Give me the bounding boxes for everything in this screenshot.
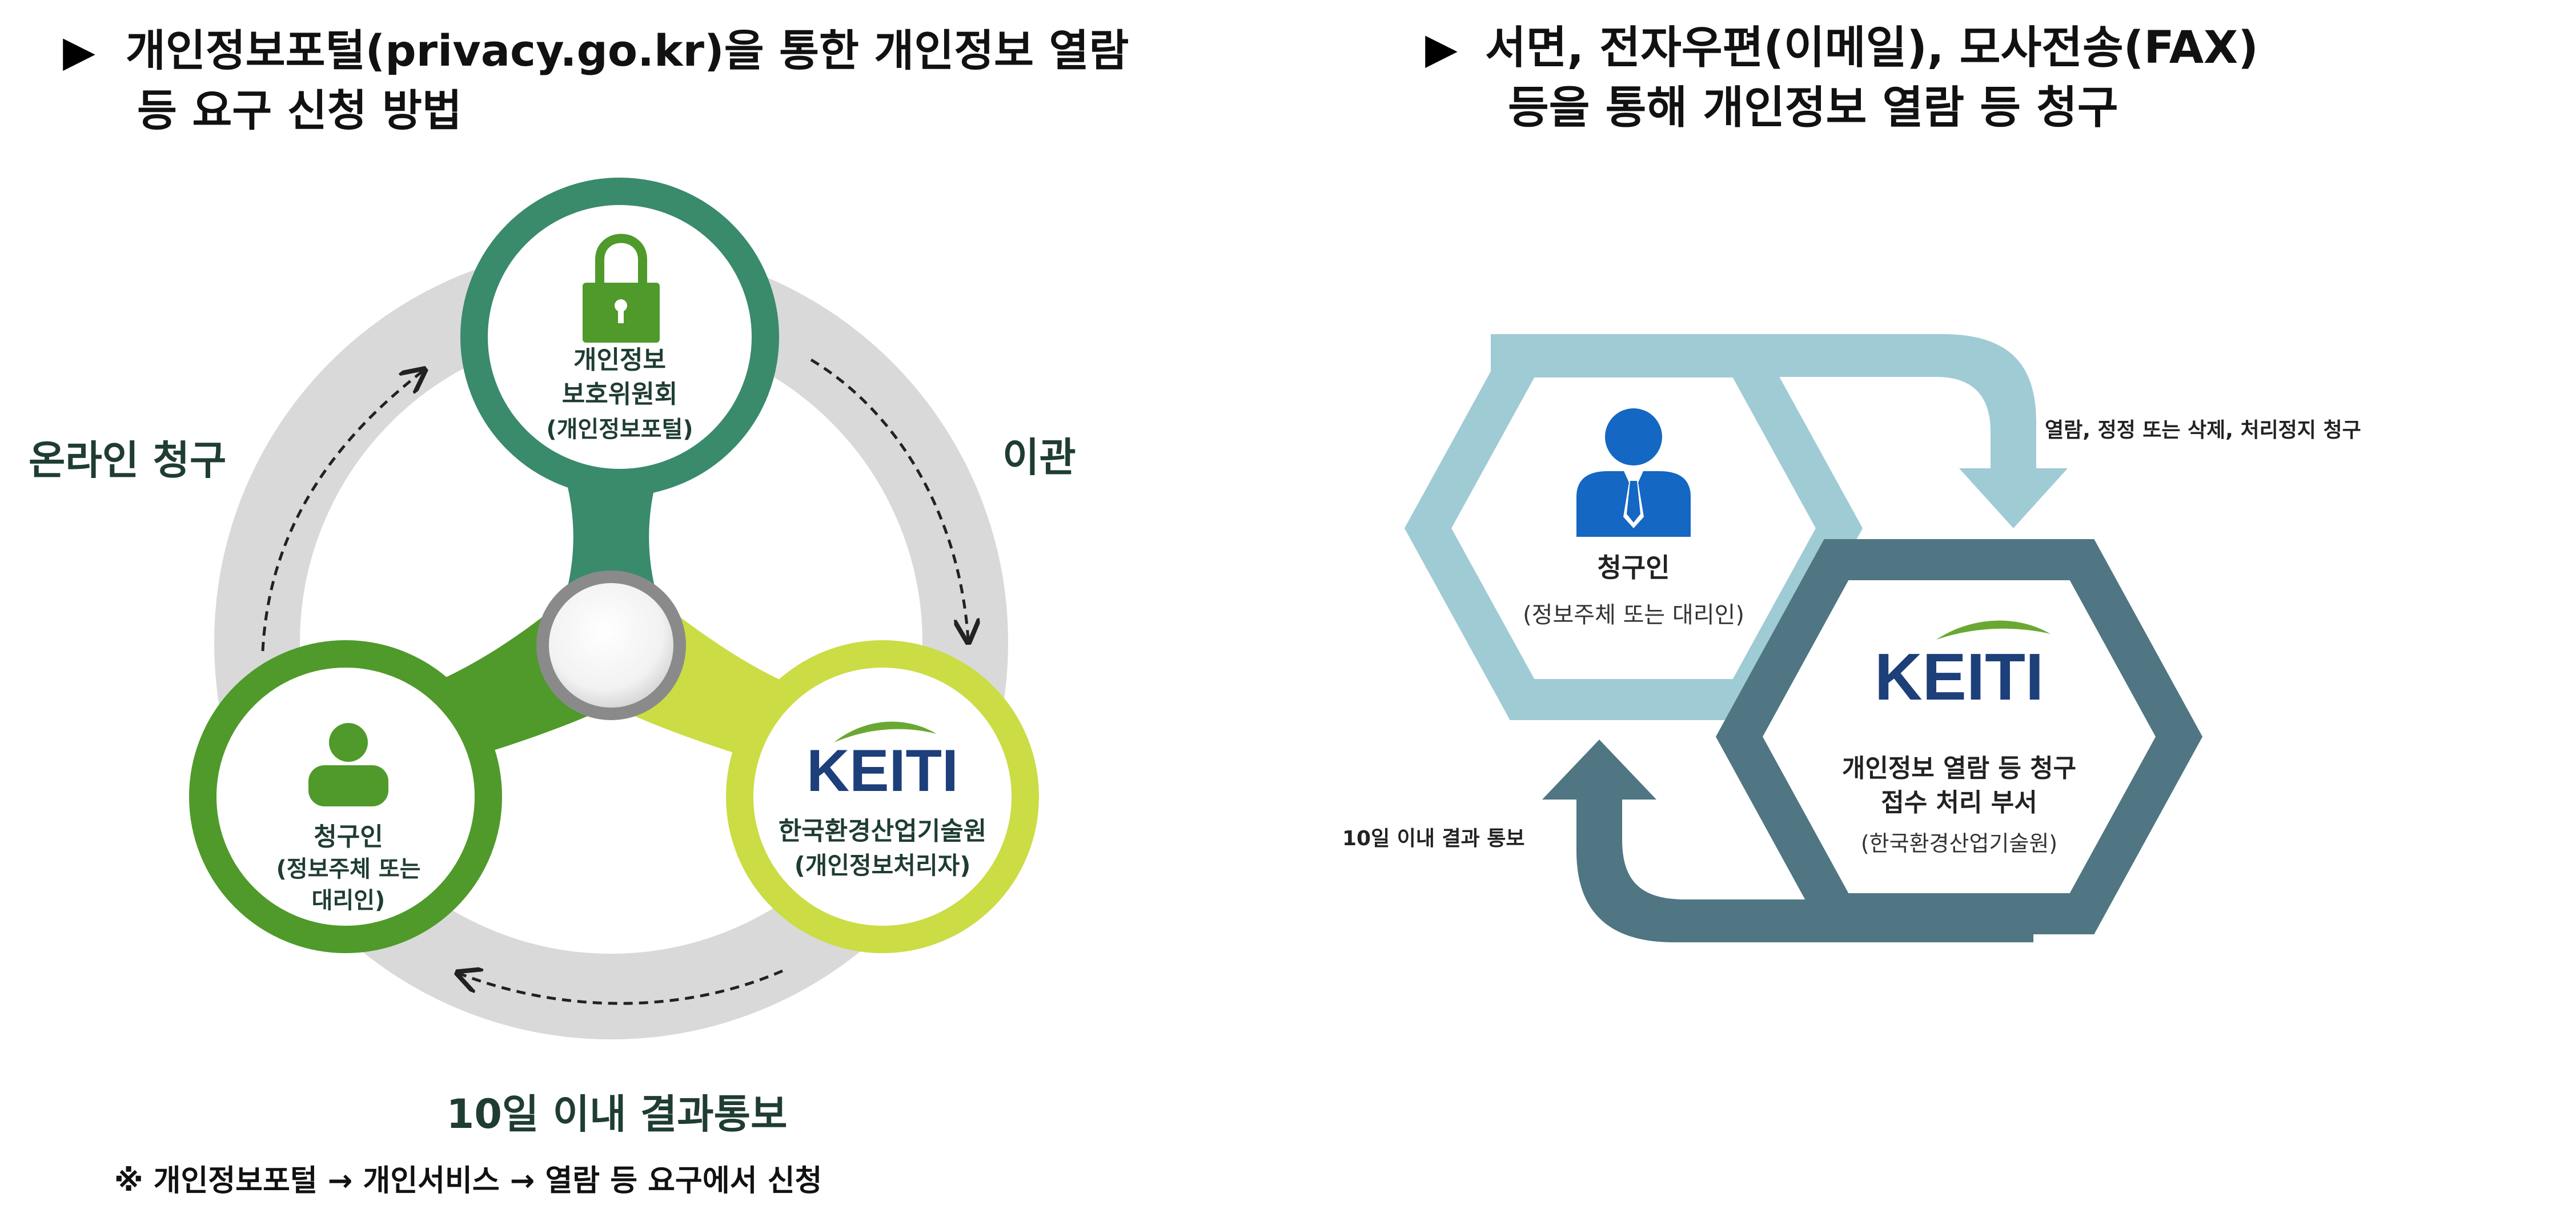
- node-right-circle: [726, 640, 1039, 953]
- node-top-line2: 보호위원회: [562, 380, 677, 409]
- left-panel: ▶ 개인정보포털(privacy.go.kr)을 통한 개인정보 열람 등 요구…: [29, 25, 1129, 1198]
- node-right-line1: 한국환경산업기술원: [779, 817, 986, 846]
- arrow-online: [261, 371, 423, 652]
- node-top-line1: 개인정보: [573, 346, 666, 375]
- connector-top: [563, 468, 660, 605]
- hex-right: [1715, 539, 2203, 934]
- hex-left-title: 청구인: [1598, 552, 1670, 583]
- lock-icon: [583, 234, 660, 343]
- arrow-transfer: [810, 358, 968, 640]
- right-heading-line2: 등을 통해 개인정보 열람 등 청구: [1508, 82, 2118, 134]
- person-icon: [308, 723, 388, 806]
- label-notify-right: 10일 이내 결과 통보: [1342, 827, 1525, 850]
- hex-left-subtitle: (정보주체 또는 대리인): [1523, 602, 1744, 628]
- keiti-logo-right: KEITI: [1875, 620, 2051, 714]
- right-heading-arrow: ▶: [1425, 24, 1458, 73]
- label-transfer: 이관: [1002, 434, 1076, 481]
- label-notify: 10일 이내 결과통보: [447, 1091, 788, 1138]
- left-heading-arrow: ▶: [63, 27, 95, 76]
- footnote: ※ 개인정보포털 → 개인서비스 → 열람 등 요구에서 신청: [114, 1164, 822, 1198]
- hex-right-line3: (한국환경산업기술원): [1861, 831, 2057, 856]
- hex-right-line1: 개인정보 열람 등 청구: [1842, 754, 2076, 783]
- keiti-logo-right-text: KEITI: [1875, 640, 2044, 714]
- right-panel: ▶ 서면, 전자우편(이메일), 모사전송(FAX) 등을 통해 개인정보 열람…: [1342, 22, 2361, 942]
- keiti-logo-text: KEITI: [806, 738, 958, 804]
- person-business-icon: [1576, 408, 1691, 537]
- node-left-line2: (정보주체 또는: [276, 856, 420, 882]
- arrow-notify: [460, 971, 784, 1005]
- left-heading-line1: 개인정보포털(privacy.go.kr)을 통한 개인정보 열람: [126, 25, 1129, 76]
- left-heading-line2: 등 요구 신청 방법: [137, 85, 462, 136]
- keiti-logo: KEITI: [806, 721, 958, 804]
- label-request: 열람, 정정 또는 삭제, 처리정지 청구: [2045, 419, 2361, 442]
- label-online: 온라인 청구: [29, 437, 226, 484]
- right-heading-line1: 서면, 전자우편(이메일), 모사전송(FAX): [1485, 22, 2258, 74]
- center-hub: [536, 571, 686, 720]
- hex-right-line2: 접수 처리 부서: [1881, 788, 2037, 817]
- node-left-line3: 대리인): [312, 887, 386, 914]
- node-top-line3: (개인정보포털): [546, 416, 693, 443]
- node-left-line1: 청구인: [314, 822, 383, 851]
- node-right-line2: (개인정보처리자): [795, 851, 971, 879]
